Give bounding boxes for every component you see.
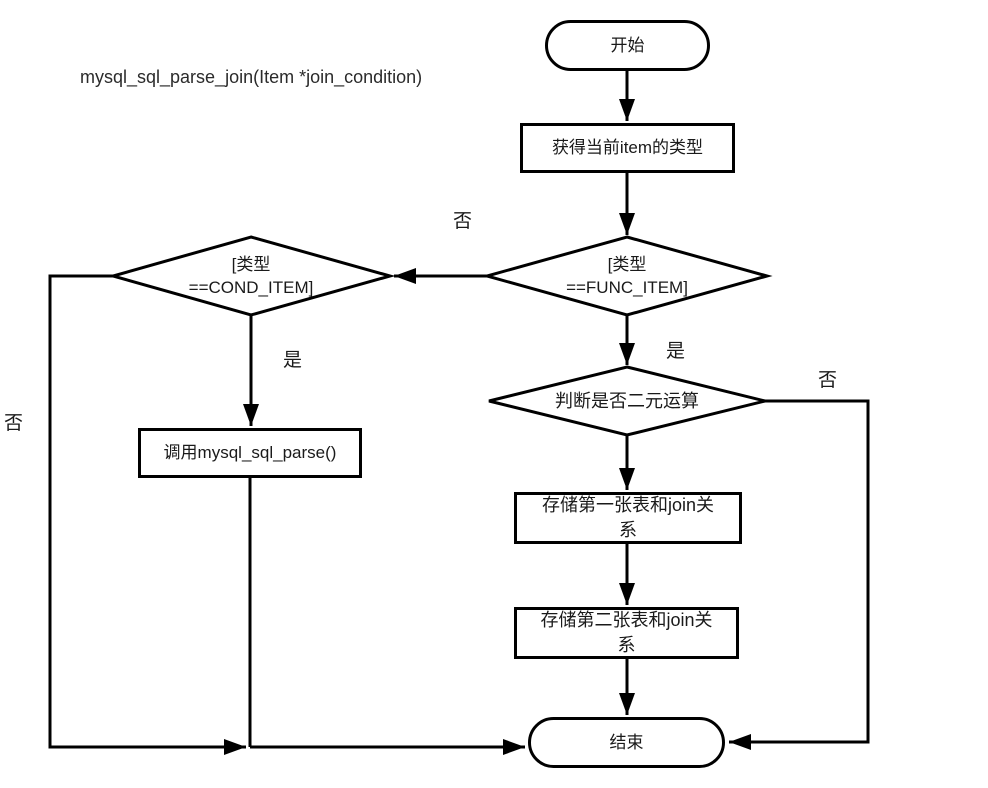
cond-item-diamond-shape <box>107 235 396 317</box>
edge-label-funcitem-no: 否 <box>453 211 473 232</box>
get-item-type-label: 获得当前item的类型 <box>551 138 704 157</box>
binary-op-diamond-shape <box>488 365 766 437</box>
store-second-table-node: 存储第二张表和join关 系 <box>514 607 739 659</box>
call-mysql-sql-parse-node: 调用mysql_sql_parse() <box>138 428 362 478</box>
store-first-table-node: 存储第一张表和join关 系 <box>514 492 742 544</box>
cond-item-diamond-label: [类型 ==COND_ITEM] <box>188 255 314 297</box>
get-item-type-node: 获得当前item的类型 <box>520 123 735 173</box>
call-mysql-sql-parse-label: 调用mysql_sql_parse() <box>163 443 337 462</box>
binary-op-diamond-label: 判断是否二元运算 <box>555 391 699 411</box>
edge-binarycheck-no-to-end <box>729 399 870 750</box>
edge-label-funcitem-yes: 是 <box>666 341 686 362</box>
end-node: 结束 <box>528 717 725 768</box>
start-node-label: 开始 <box>610 35 645 55</box>
edge-conditem-no-to-rail <box>48 274 246 755</box>
store-first-table-label: 存储第一张表和join关 系 <box>541 495 715 540</box>
function-signature: mysql_sql_parse_join(Item *join_conditio… <box>80 67 423 87</box>
func-item-diamond-shape <box>481 235 773 317</box>
edge-label-binaryop-no: 否 <box>818 370 838 391</box>
func-item-diamond-label: [类型 ==FUNC_ITEM] <box>566 255 688 297</box>
edge-label-conditem-no: 否 <box>4 413 24 434</box>
edge-label-conditem-yes: 是 <box>283 350 303 371</box>
start-node: 开始 <box>545 20 710 71</box>
end-node-label: 结束 <box>609 732 644 752</box>
store-second-table-label: 存储第二张表和join关 系 <box>540 610 713 655</box>
